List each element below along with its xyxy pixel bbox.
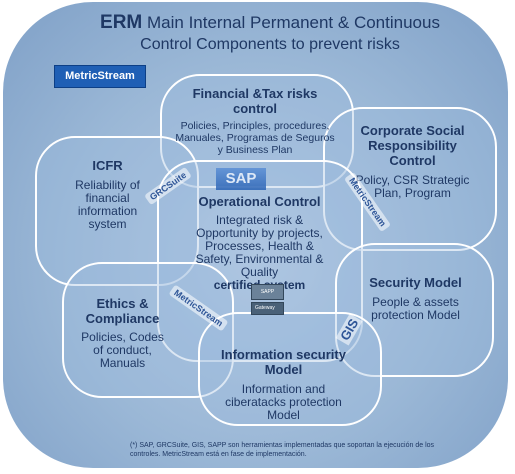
security-box <box>335 243 494 377</box>
icfr-box <box>35 136 199 286</box>
title-erm: ERM <box>100 12 143 33</box>
corporate-text: Corporate Social Responsibility Control … <box>345 123 480 200</box>
footnote: (*) SAP, GRCSuite, GIS, SAPP son herrami… <box>130 442 435 458</box>
financial-body: Policies, Principles, procedures, Manual… <box>175 120 335 156</box>
operational-body: Integrated risk & Opportunity by project… <box>195 213 324 279</box>
security-body: People & assets protection Model <box>371 295 460 322</box>
title-line2: Control Components to prevent risks <box>140 36 400 53</box>
ethics-body: Policies, Codes of conduct, Manuals <box>81 330 164 370</box>
infosec-body: Information and ciberatacks protection M… <box>225 382 342 422</box>
security-text: Security Model People & assets protectio… <box>363 275 468 322</box>
corporate-body: Policy, CSR Strategic Plan, Program <box>355 173 470 200</box>
sap-logo: SAP <box>216 168 266 190</box>
infosec-text: Information security Model Information a… <box>216 347 351 422</box>
security-heading: Security Model <box>369 275 462 290</box>
operational-box <box>157 160 363 362</box>
operational-heading: Operational Control <box>198 194 321 209</box>
financial-text: Financial &Tax risks control Policies, P… <box>175 86 335 156</box>
title-line1: Main Internal Permanent & Continuous <box>147 13 440 32</box>
metricstream-logo: MetricStream <box>54 65 146 88</box>
icfr-body: Reliability of financial information sys… <box>75 178 140 231</box>
infosec-heading: Information security Model <box>221 347 346 377</box>
financial-heading: Financial &Tax risks control <box>192 86 318 116</box>
device-bottom: Gateway <box>251 302 284 315</box>
device-top: SAPP <box>251 284 284 300</box>
icfr-text: ICFR Reliability of financial informatio… <box>60 158 155 231</box>
icfr-heading: ICFR <box>92 158 123 173</box>
ethics-heading: Ethics & Compliance <box>85 296 160 326</box>
sap-device-icon: SAPP Gateway <box>251 284 284 315</box>
operational-text: Operational Control Integrated risk & Op… <box>192 194 327 292</box>
corporate-heading: Corporate Social Responsibility Control <box>360 123 465 168</box>
ethics-text: Ethics & Compliance Policies, Codes of c… <box>75 296 170 370</box>
diagram-title: ERM Main Internal Permanent & Continuous… <box>60 12 480 56</box>
